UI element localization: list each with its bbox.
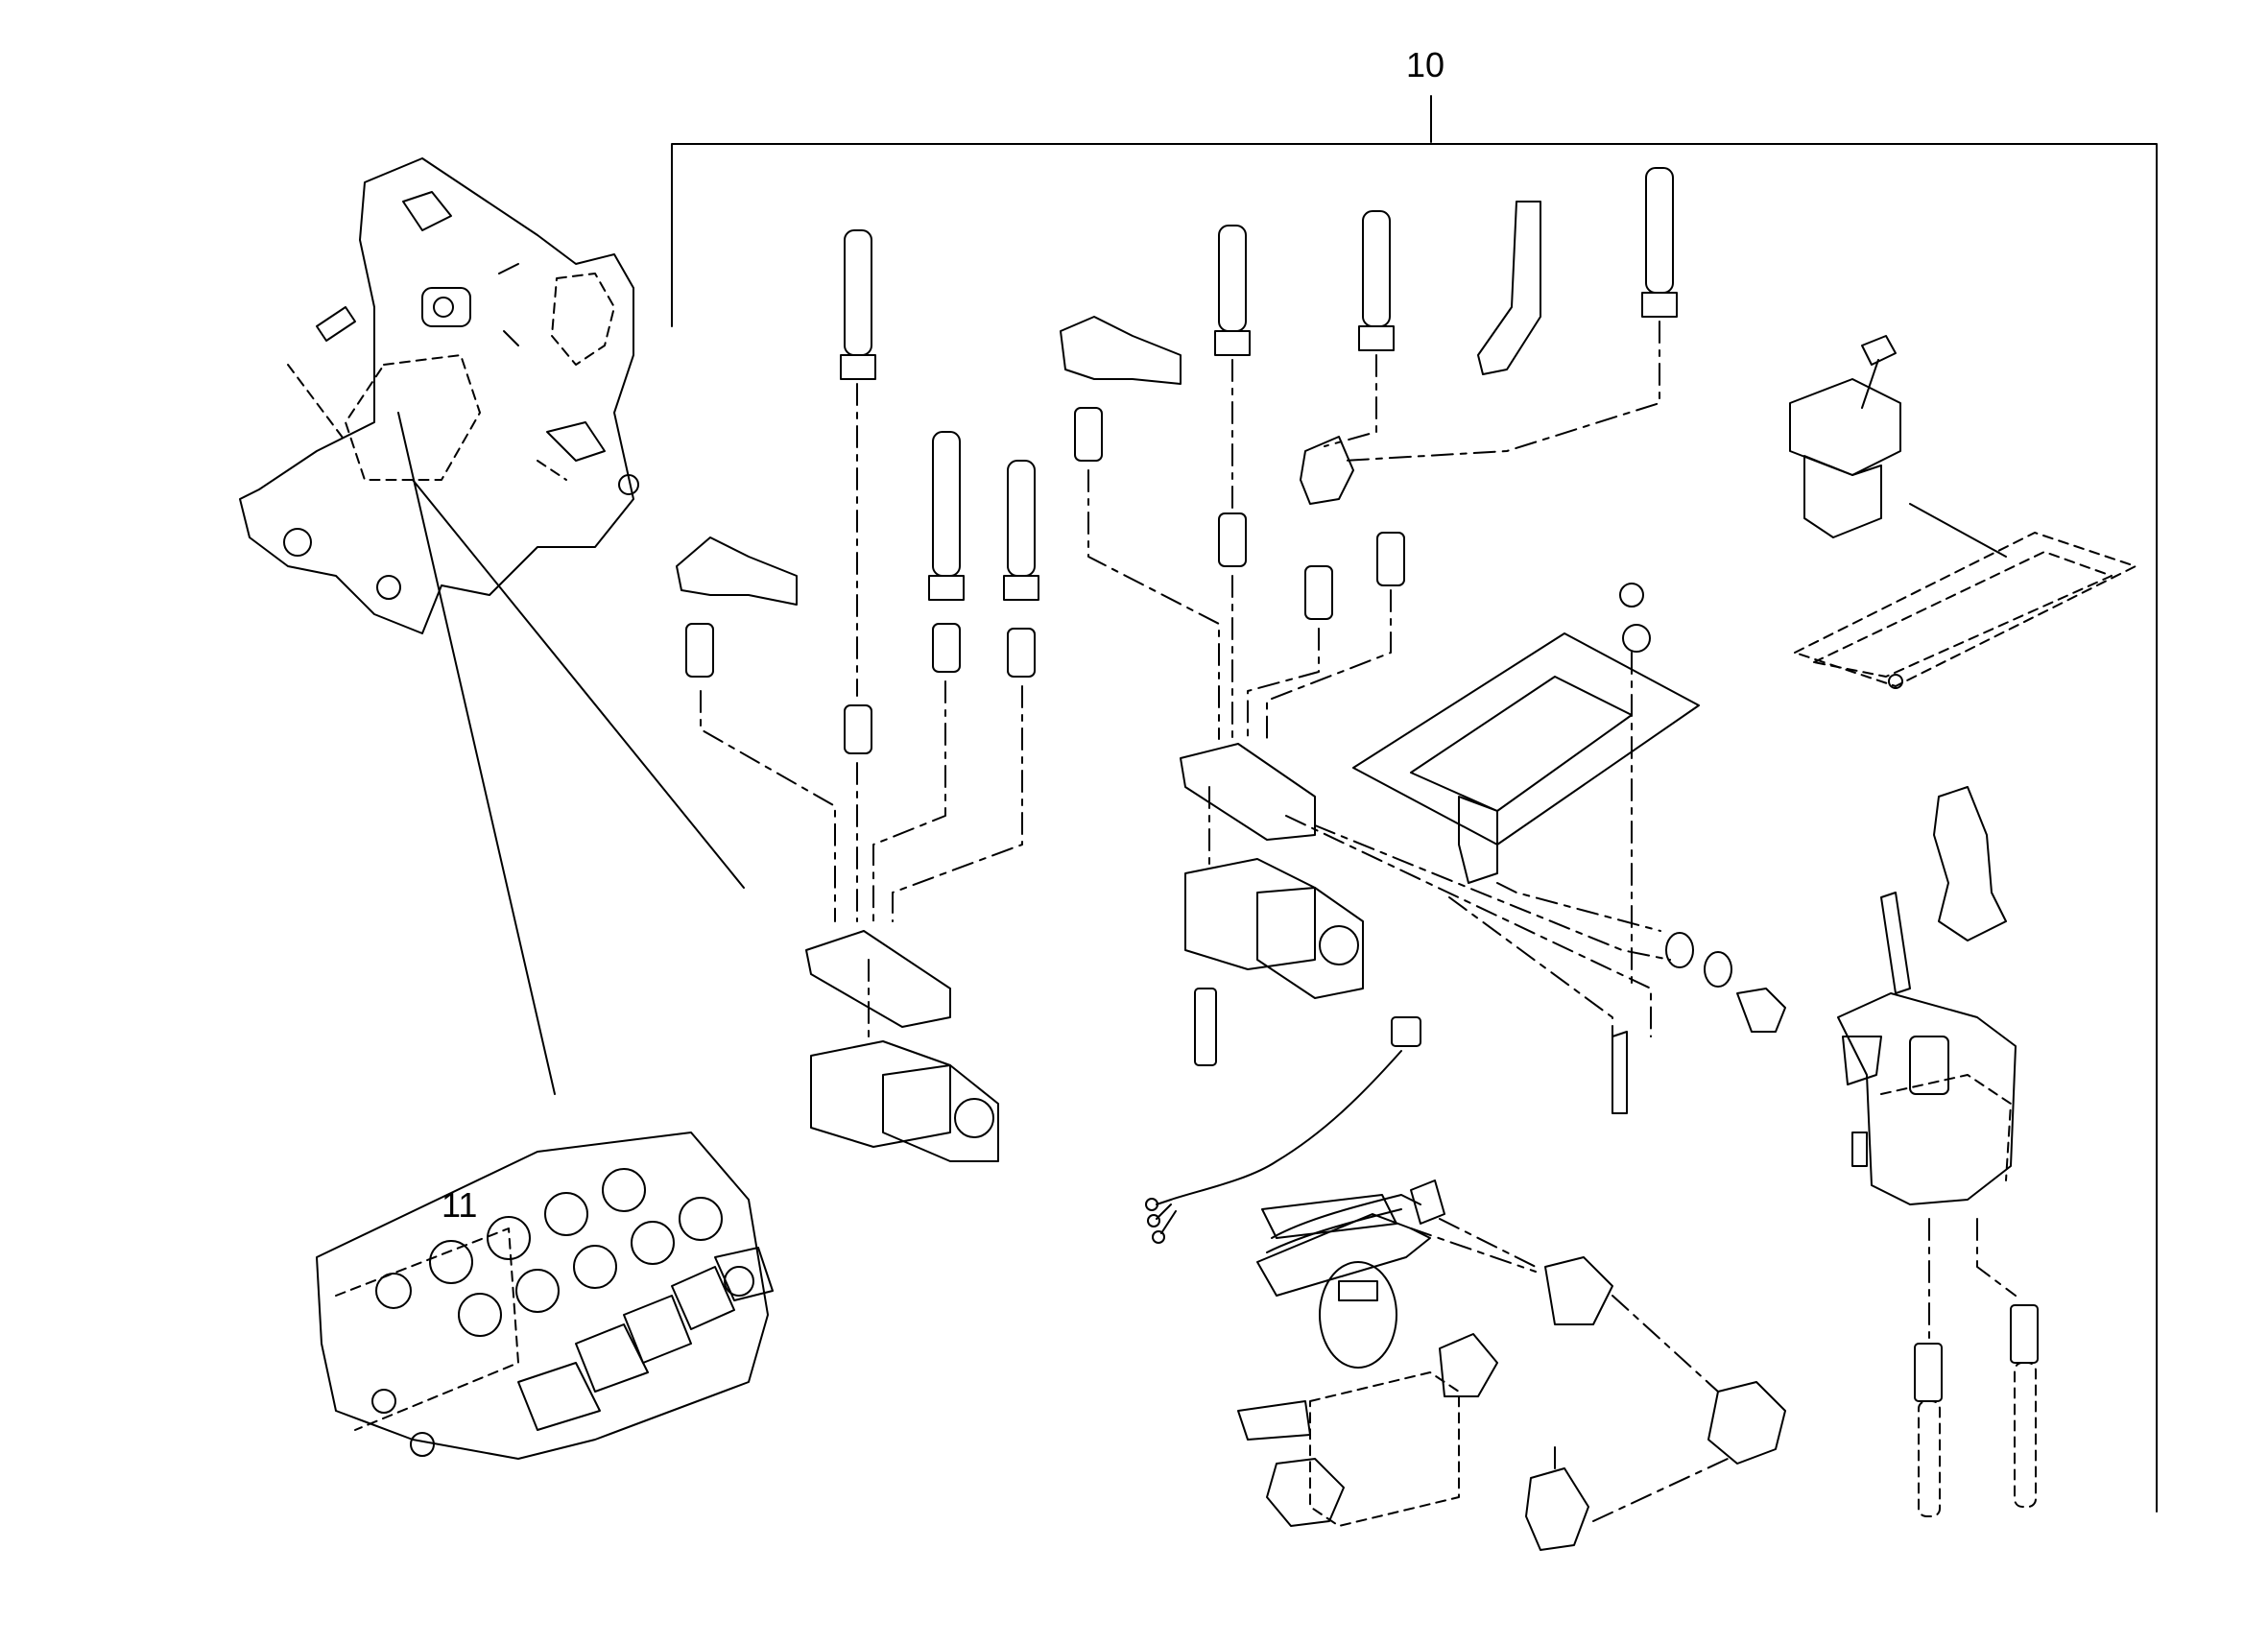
rocker-switch	[1790, 336, 2136, 688]
accumulator-block	[1238, 1195, 1785, 1550]
mounting-bracket	[1353, 584, 1699, 989]
bracket-fasteners	[1666, 933, 1785, 1032]
center-connection-lines	[1088, 322, 1670, 1036]
frame-leader-lines	[398, 413, 744, 1094]
left-solenoid-valve	[806, 931, 998, 1161]
wiring-harness	[1146, 1017, 1420, 1243]
left-pipe-assembly	[677, 230, 1039, 753]
control-valve-block	[317, 1132, 773, 1459]
left-connection-lines	[701, 384, 1022, 1036]
accumulator-connection-lines	[1411, 1228, 1728, 1521]
center-pipe-assembly	[1061, 168, 1677, 619]
center-solenoid-valve	[1181, 744, 1627, 1113]
loader-frame	[240, 158, 638, 633]
callout-label-11: 11	[442, 1185, 478, 1225]
callout-label-10: 10	[1406, 45, 1445, 84]
accumulator-pipe	[1267, 1180, 1536, 1267]
joystick-hoses	[1915, 1219, 2038, 1516]
group-10-bracket	[672, 96, 2157, 1512]
joystick-control	[1838, 787, 2016, 1204]
